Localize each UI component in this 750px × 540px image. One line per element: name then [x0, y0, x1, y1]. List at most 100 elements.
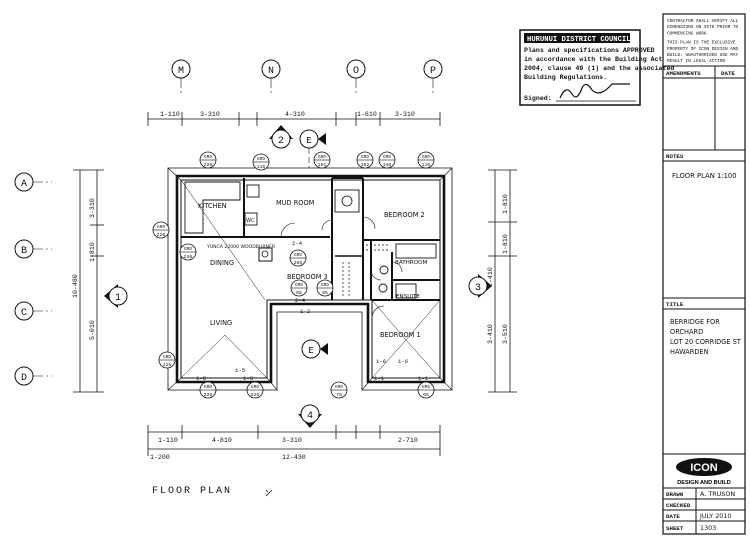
dim-bottom-3: 3-310 [282, 437, 302, 444]
notice-line: COMMENCING WORK [667, 31, 707, 36]
dim-top-1: 1-110 [160, 111, 180, 118]
svg-text:146: 146 [383, 162, 392, 168]
svg-text:GRD: GRD [204, 155, 212, 160]
grid-lines [33, 78, 434, 377]
date-label: DATE [666, 513, 680, 520]
door-tag: 1-1 [374, 375, 385, 382]
section-marker-e-top: E [299, 129, 326, 168]
grid-bubble-a: A [14, 172, 34, 192]
dim-right-3: 3-510 [502, 324, 509, 344]
svg-text:B: B [21, 246, 27, 257]
room-bedroom-1: BEDROOM 1 [380, 331, 421, 339]
date-value: JULY 2010 [699, 512, 731, 520]
logo-tagline: DESIGN AND BUILD [677, 480, 731, 486]
door-tag: 1-1 [418, 375, 429, 382]
svg-text:115: 115 [257, 164, 266, 170]
notes-label: NOTES [666, 153, 684, 160]
dim-left-3: 5-010 [89, 320, 96, 340]
svg-text:E: E [306, 136, 311, 146]
stamp-line-4: 2004, clause 49 (1) and the associated [524, 65, 674, 72]
sheet-label: SHEET [666, 525, 684, 532]
svg-text:65: 65 [423, 392, 429, 398]
dim-right-4: 3-410 [487, 324, 494, 344]
svg-text:75: 75 [336, 392, 342, 398]
notes-value: FLOOR PLAN 1:100 [672, 172, 737, 180]
stamp-line-2: Plans and specifications APPROVED [524, 47, 655, 54]
svg-text:115: 115 [163, 362, 172, 368]
door-tag: 1-8 [196, 375, 206, 382]
svg-text:4: 4 [307, 411, 313, 422]
room-dining: DINING [210, 259, 234, 267]
title-label: TITLE [666, 301, 684, 308]
dim-bottom-far: 1-200 [150, 454, 170, 461]
svg-text:226: 226 [251, 392, 260, 398]
door-tag: 1-8 [243, 375, 253, 382]
svg-text:GRD: GRD [257, 157, 265, 162]
grid-bubble-c: C [14, 301, 34, 321]
dim-bottom-4: 2-710 [398, 437, 418, 444]
svg-text:226: 226 [157, 232, 166, 238]
svg-text:65: 65 [322, 290, 328, 296]
dim-bottom-2: 4-810 [212, 437, 232, 444]
svg-text:A: A [21, 179, 27, 190]
dim-right-1: 1-810 [502, 194, 509, 214]
elevation-marker-right: 3 [468, 274, 492, 298]
svg-text:O: O [353, 66, 359, 77]
svg-text:181: 181 [318, 162, 327, 168]
stamp-line-5: Building Regulations. [524, 74, 607, 81]
council-approval-stamp: HURUNUI DISTRICT COUNCIL Plans and speci… [519, 29, 674, 106]
elevation-marker-top: 2 [269, 125, 293, 149]
title-line-4: HAWARDEN [670, 348, 709, 356]
room-labels: KITCHEN MUD ROOM BEDROOM 2 BEDROOM 3 BED… [198, 199, 428, 339]
svg-text:C: C [21, 308, 27, 319]
checked-label: CHECKED [666, 502, 691, 509]
svg-text:265: 265 [294, 260, 303, 266]
room-ensuite: ENSUITE [396, 294, 420, 300]
svg-text:P: P [430, 66, 436, 77]
grid-bubble-o: O [346, 59, 366, 79]
dimension-lines [73, 112, 517, 456]
stamp-line-3: in accordance with the Building Act [524, 56, 663, 63]
dim-top-4: 1-610 [357, 111, 377, 118]
svg-text:D: D [21, 373, 27, 384]
svg-text:GRD: GRD [294, 253, 302, 258]
pen-tick-mark [265, 489, 273, 497]
dim-right-5: 2-410 [487, 267, 494, 287]
window-tag: GRD 115 [252, 153, 270, 171]
title-line-2: ORCHARD [670, 328, 703, 336]
door-tags: 2-4 2-4 1-5 1-2 1-8 1-8 1-6 1-6 1-1 1-1 [196, 240, 429, 382]
notice-line: DIMENSIONS ON SITE PRIOR TO [667, 25, 739, 30]
svg-text:GRD: GRD [318, 155, 326, 160]
dim-bottom-1: 1-110 [158, 437, 178, 444]
wood-burner-note: YUNCA 22000 WOODBURNER [206, 244, 276, 250]
dim-right-2: 1-810 [502, 234, 509, 254]
grid-bubble-d: D [14, 366, 34, 386]
window-tag: GRD 181 [313, 151, 331, 169]
room-wc: WC [246, 218, 255, 224]
icon-logo [676, 458, 732, 476]
notice-line: RESULT IN LEGAL ACTION [667, 59, 725, 64]
svg-text:GRD: GRD [163, 355, 171, 360]
svg-text:65: 65 [296, 290, 302, 296]
door-tag: 2-4 [292, 240, 303, 247]
svg-text:GRD: GRD [422, 155, 430, 160]
dim-left-1: 3-310 [89, 198, 96, 218]
dim-top-3: 4-310 [285, 111, 305, 118]
sheet-value: 1303 [700, 524, 716, 532]
grid-bubble-p: P [423, 59, 443, 79]
room-mud-room: MUD ROOM [276, 199, 315, 207]
date-col-label: DATE [721, 70, 735, 77]
window-tag: GRD 226 [246, 381, 264, 399]
svg-text:115: 115 [422, 162, 431, 168]
svg-text:GRD: GRD [251, 385, 259, 390]
dimension-labels: 1-110 3-310 4-310 1-610 3-310 1-110 4-81… [72, 111, 509, 461]
